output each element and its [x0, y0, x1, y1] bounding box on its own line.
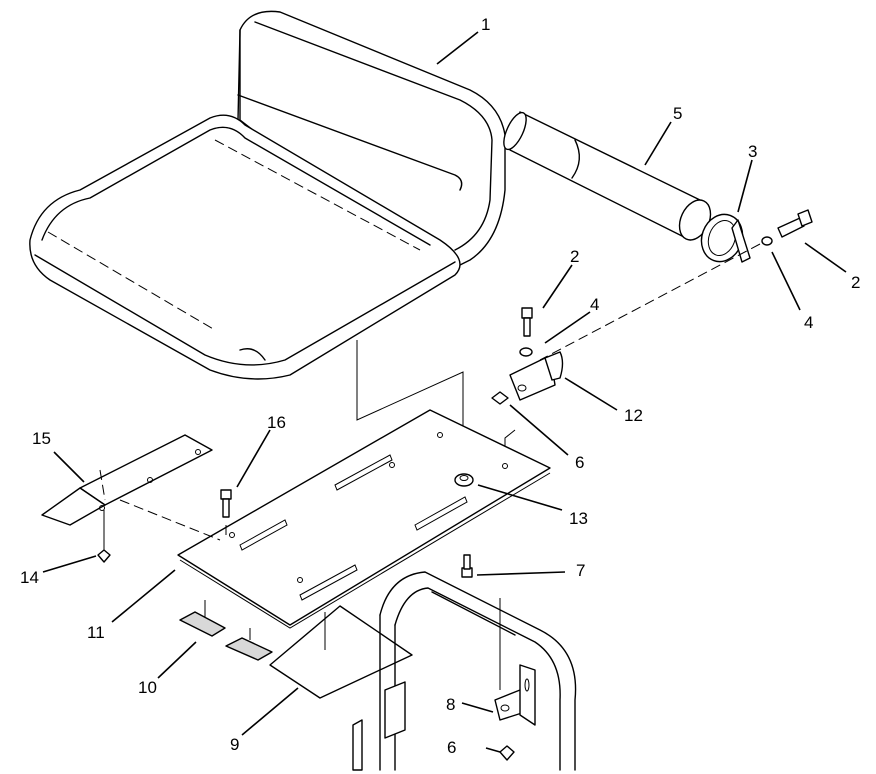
callout-16: 16: [267, 413, 286, 432]
callout-2-right: 2: [851, 273, 860, 292]
frame: [352, 571, 577, 771]
callout-12: 12: [624, 406, 643, 425]
bracket-upper: [509, 351, 564, 401]
nut-lower: [499, 745, 515, 761]
callout-2-upper: 2: [570, 247, 579, 266]
callout-9: 9: [230, 735, 239, 754]
alignment-line-15: [119, 499, 221, 541]
callout-7: 7: [576, 561, 585, 580]
nut-upper: [491, 391, 509, 405]
callout-6-lower: 6: [447, 738, 456, 757]
seat-plate: [177, 409, 551, 629]
callout-labels: 1 2 2 3 4 4 5 6 6 7 8 9 10 11 12 13 14 1…: [20, 15, 860, 757]
callout-5: 5: [673, 104, 682, 123]
leader-lines: [42, 31, 847, 753]
callout-14: 14: [20, 568, 39, 587]
washer-upper: [519, 347, 533, 357]
callout-4-right: 4: [804, 313, 813, 332]
callout-10: 10: [138, 678, 157, 697]
pad-1: [179, 611, 226, 637]
callout-6-upper: 6: [575, 453, 584, 472]
callout-11: 11: [87, 623, 105, 642]
callout-13: 13: [569, 509, 588, 528]
callout-1: 1: [481, 15, 490, 34]
bracket-plate-15: [41, 434, 213, 526]
bolt-7: [461, 554, 473, 578]
seat: [29, 10, 506, 380]
nut-14: [97, 549, 111, 563]
grab-tube: [503, 111, 712, 241]
callout-8: 8: [446, 695, 455, 714]
spacer-13: [454, 473, 474, 487]
callout-4-upper: 4: [590, 295, 599, 314]
bolt-upper: [521, 307, 533, 337]
bolt-16: [220, 489, 232, 518]
callout-3: 3: [748, 142, 757, 161]
pan-9: [269, 605, 413, 699]
alignment-line-upper: [539, 243, 761, 361]
bolt-upper-right: [761, 209, 813, 246]
callout-15: 15: [32, 429, 51, 448]
drop-line-seat: [356, 340, 464, 475]
pad-2: [225, 637, 273, 661]
bracket-lower: [494, 664, 536, 726]
